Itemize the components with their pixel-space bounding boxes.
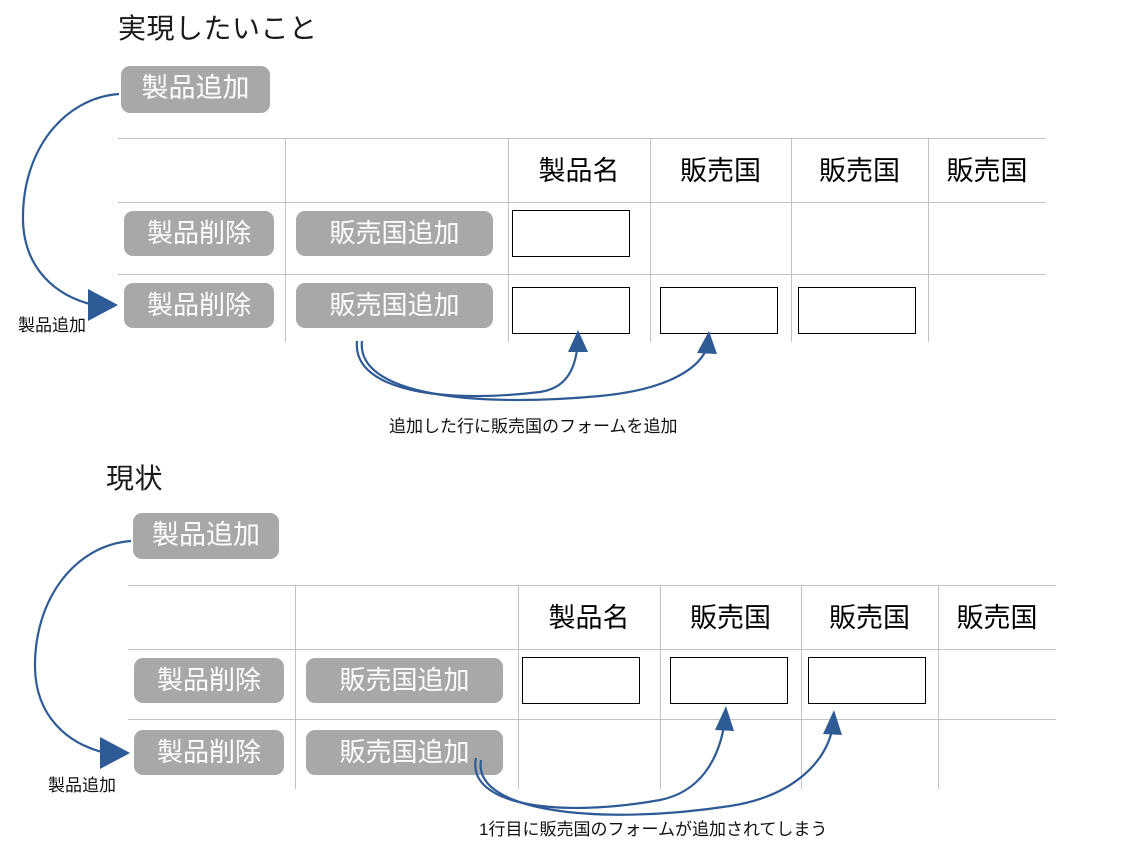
section-title-desired: 実現したいこと [118,13,318,44]
add-country-button-row2[interactable]: 販売国追加 [306,730,503,775]
delete-product-button-row2[interactable]: 製品削除 [134,730,284,775]
arrow-label-add-product-desired: 製品追加 [18,316,86,335]
table-col-rule-4 [801,585,802,789]
caption-current: 1行目に販売国のフォームが追加されてしまう [479,820,828,839]
column-header-country-2: 販売国 [829,602,910,633]
delete-product-button-row1[interactable]: 製品削除 [124,211,274,256]
add-country-button-row1[interactable]: 販売国追加 [306,658,503,703]
table-col-rule-5 [938,585,939,789]
add-product-button-desired[interactable]: 製品追加 [121,66,270,113]
column-header-product-name: 製品名 [548,602,630,633]
delete-product-button-row2[interactable]: 製品削除 [124,283,274,328]
arrow-add-country-to-country-head [697,331,717,354]
product-name-input-row2[interactable] [512,287,630,334]
country-input-row1-2[interactable] [808,657,926,704]
section-title-current: 現状 [106,463,164,494]
arrow-add-product-desired-head [88,289,118,321]
column-header-country-2: 販売国 [819,155,900,186]
arrow-wrong-target-country1-curve [474,725,726,810]
table-col-rule-3 [660,585,661,789]
arrow-add-country-to-country-curve [360,340,708,402]
table-col-rule-3 [650,138,651,342]
table-row-rule [118,274,1046,275]
table-header-rule [128,649,1056,650]
arrow-label-add-product-current: 製品追加 [48,776,116,795]
table-header-rule [118,202,1046,203]
caption-desired: 追加した行に販売国のフォームを追加 [389,417,678,436]
column-header-country-1: 販売国 [690,602,771,633]
table-col-rule-1 [285,138,286,342]
table-col-rule-1 [295,585,296,789]
arrow-add-product-desired-curve [21,92,120,307]
table-col-rule-2 [518,585,519,789]
column-header-country-3: 販売国 [956,602,1038,633]
arrow-add-product-current-curve [33,539,132,755]
table-top-rule [118,138,1046,139]
table-col-rule-4 [791,138,792,342]
product-name-input-row1[interactable] [512,210,630,257]
table-row-rule [128,719,1056,720]
country-input-row1-1[interactable] [670,657,788,704]
product-name-input-row1[interactable] [522,657,640,704]
arrow-add-country-to-productname-curve [355,340,579,398]
add-product-button-current[interactable]: 製品追加 [133,513,279,559]
arrow-wrong-target-country2-head [823,710,842,735]
arrow-add-product-current-head [100,737,130,769]
table-top-rule [128,585,1056,586]
column-header-product-name: 製品名 [538,155,620,186]
column-header-country-1: 販売国 [680,155,761,186]
column-header-country-3: 販売国 [946,155,1028,186]
table-col-rule-5 [928,138,929,342]
country-input-row2-2[interactable] [798,287,916,334]
country-input-row2-1[interactable] [660,287,778,334]
arrow-wrong-target-country2-curve [479,729,834,816]
delete-product-button-row1[interactable]: 製品削除 [134,658,284,703]
add-country-button-row1[interactable]: 販売国追加 [296,211,493,256]
add-country-button-row2[interactable]: 販売国追加 [296,283,493,328]
table-col-rule-2 [508,138,509,342]
